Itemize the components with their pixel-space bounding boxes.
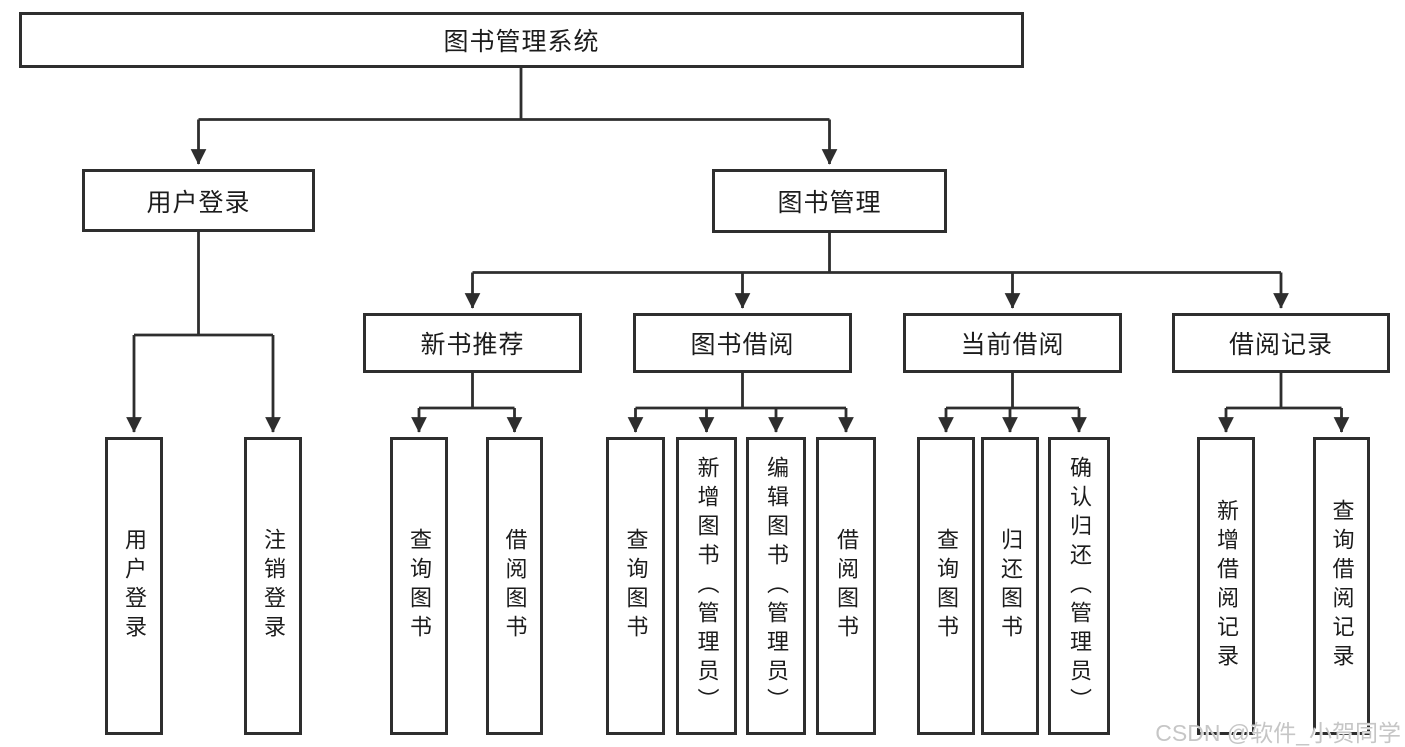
leaf-borrow-query-books: 查询图书 [606, 437, 665, 735]
leaf-newbook-borrow-books-label: 借阅图书 [502, 528, 528, 644]
leaf-user-login-label: 用户登录 [122, 528, 147, 644]
leaf-edit-books-admin: 编辑图书（管理员） [746, 437, 806, 735]
connector-new-book-children [411, 373, 523, 433]
leaf-logout: 注销登录 [244, 437, 302, 735]
leaf-return-books: 归还图书 [981, 437, 1039, 735]
leaf-query-borrow-record-label: 查询借阅记录 [1329, 499, 1355, 673]
node-book-management-label: 图书管理 [777, 189, 882, 217]
leaf-user-login: 用户登录 [105, 437, 163, 735]
node-current-borrow-label: 当前借阅 [960, 331, 1065, 359]
leaf-add-borrow-record-label: 新增借阅记录 [1214, 499, 1239, 673]
node-book-borrow: 图书借阅 [633, 313, 852, 373]
node-new-book-recommend-label: 新书推荐 [420, 331, 525, 359]
leaf-add-books-admin-label: 新增图书（管理员） [694, 455, 720, 717]
connector-borrow-records-children [1218, 373, 1350, 433]
leaf-newbook-query-books-label: 查询图书 [407, 528, 432, 644]
leaf-logout-label: 注销登录 [261, 528, 286, 644]
node-user-login-label: 用户登录 [146, 188, 251, 217]
leaf-newbook-query-books: 查询图书 [390, 437, 448, 735]
connector-user-login-children [126, 232, 281, 433]
leaf-confirm-return-admin: 确认归还（管理员） [1048, 437, 1110, 735]
node-book-borrow-label: 图书借阅 [690, 331, 795, 359]
leaf-confirm-return-admin-label: 确认归还（管理员） [1067, 455, 1092, 717]
connector-book-management-children [464, 233, 1289, 309]
leaf-add-books-admin: 新增图书（管理员） [676, 437, 737, 735]
node-book-management: 图书管理 [712, 169, 947, 233]
node-borrow-records: 借阅记录 [1172, 313, 1390, 373]
leaf-current-query-books: 查询图书 [917, 437, 975, 735]
leaf-return-books-label: 归还图书 [998, 528, 1023, 644]
connector-book-borrow-children [627, 373, 854, 433]
leaf-add-borrow-record: 新增借阅记录 [1197, 437, 1255, 735]
node-user-login: 用户登录 [82, 169, 315, 232]
watermark: CSDN @软件_小贺同学 [1155, 720, 1401, 746]
leaf-newbook-borrow-books: 借阅图书 [486, 437, 543, 735]
node-root-label: 图书管理系统 [443, 28, 600, 56]
leaf-borrow-borrow-books-label: 借阅图书 [834, 528, 859, 644]
node-current-borrow: 当前借阅 [903, 313, 1122, 373]
leaf-query-borrow-record: 查询借阅记录 [1313, 437, 1370, 735]
node-root: 图书管理系统 [19, 12, 1024, 68]
leaf-edit-books-admin-label: 编辑图书（管理员） [764, 455, 789, 717]
leaf-current-query-books-label: 查询图书 [934, 528, 959, 644]
leaf-borrow-borrow-books: 借阅图书 [816, 437, 876, 735]
node-borrow-records-label: 借阅记录 [1228, 331, 1333, 359]
leaf-borrow-query-books-label: 查询图书 [623, 528, 649, 644]
connector-current-borrow-children [938, 373, 1087, 433]
node-new-book-recommend: 新书推荐 [363, 313, 582, 373]
connector-root-to-level2 [190, 68, 838, 165]
